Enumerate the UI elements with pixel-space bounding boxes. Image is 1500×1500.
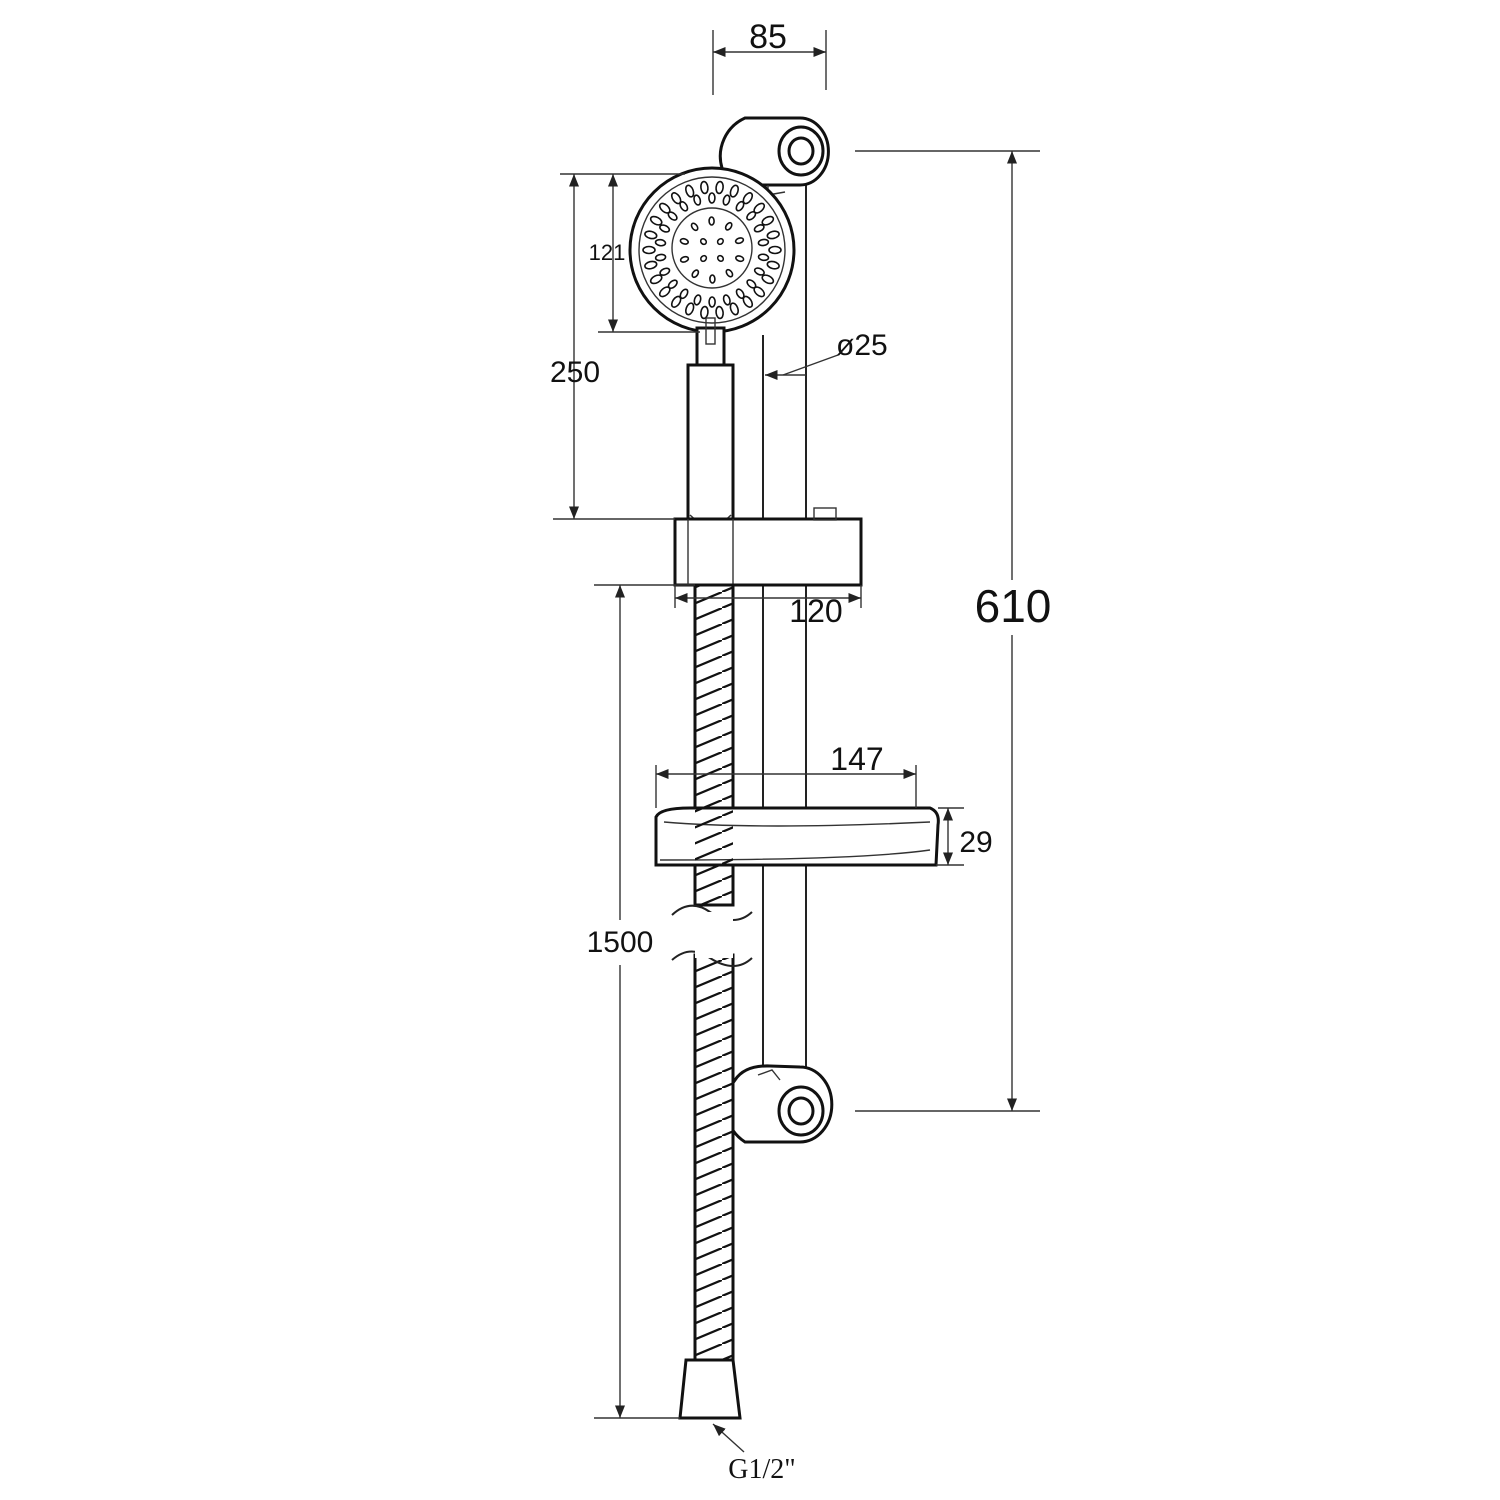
- nozzle: [659, 267, 671, 276]
- nozzle: [679, 288, 689, 300]
- nozzle: [649, 215, 663, 226]
- dimension-610: 610: [855, 150, 1055, 1112]
- nozzle: [753, 224, 765, 233]
- dimension-120: 120: [674, 585, 862, 629]
- nozzle: [768, 245, 782, 255]
- dimension-121: 121: [589, 173, 700, 333]
- nozzle: [684, 184, 695, 198]
- dimension-250: 250: [550, 173, 675, 520]
- nozzle: [699, 238, 708, 246]
- nozzle: [667, 279, 678, 289]
- soap-dish: [654, 806, 940, 867]
- nozzle: [729, 302, 740, 316]
- nozzle: [690, 222, 699, 232]
- nozzle: [729, 184, 740, 198]
- shower-hose: [671, 583, 753, 1420]
- nozzle: [644, 260, 658, 270]
- nozzle: [642, 245, 656, 255]
- dim-label-1500: 1500: [587, 926, 654, 959]
- nozzle: [735, 200, 745, 212]
- thread-label: G1/2": [728, 1454, 795, 1485]
- nozzle: [725, 268, 734, 278]
- nozzle: [644, 230, 658, 240]
- nozzle: [716, 254, 725, 262]
- nozzle: [679, 237, 689, 245]
- nozzle: [708, 216, 715, 226]
- thread-callout: G1/2": [712, 1423, 796, 1485]
- shower-handle: [686, 363, 735, 527]
- dim-label-250: 250: [550, 356, 600, 389]
- nozzle: [700, 305, 709, 320]
- nozzle: [649, 274, 663, 285]
- nozzle: [735, 255, 745, 263]
- dim-label-85: 85: [749, 18, 787, 56]
- dim-label-29: 29: [959, 826, 992, 859]
- nozzle: [708, 192, 716, 204]
- nozzle: [667, 211, 678, 221]
- dim-label-121: 121: [589, 240, 626, 265]
- nozzle: [761, 274, 775, 285]
- nozzle: [693, 294, 702, 306]
- nozzle: [766, 230, 780, 240]
- dimension-85: 85: [712, 18, 827, 95]
- nozzle: [746, 211, 757, 221]
- nozzle: [742, 192, 754, 205]
- nozzle: [700, 254, 708, 263]
- nozzle: [746, 279, 757, 289]
- nozzle: [753, 267, 765, 276]
- nozzle: [684, 302, 695, 316]
- dim-label-120: 120: [789, 593, 842, 629]
- hand-shower-head: [628, 166, 796, 368]
- nozzle: [734, 237, 745, 245]
- slide-rail: [762, 185, 807, 1075]
- nozzle: [679, 200, 689, 212]
- nozzle: [761, 215, 775, 226]
- nozzle: [757, 253, 770, 262]
- slider-holder: [673, 507, 863, 587]
- nozzle: [659, 224, 671, 233]
- nozzle: [715, 180, 724, 195]
- dimension-29: 29: [936, 807, 993, 866]
- dimension-25-diameter: ø25: [765, 329, 888, 381]
- nozzle: [670, 295, 682, 308]
- nozzle: [709, 274, 716, 284]
- nozzle: [691, 269, 700, 279]
- nozzle: [654, 238, 667, 247]
- nozzle: [724, 221, 733, 231]
- nozzle: [766, 260, 780, 270]
- dim-label-25: ø25: [836, 329, 888, 362]
- dimension-1500: 1500: [587, 584, 695, 1419]
- nozzle: [693, 194, 702, 206]
- nozzle: [708, 296, 716, 308]
- nozzle: [735, 288, 745, 300]
- bottom-wall-bracket: [724, 1064, 834, 1144]
- nozzle: [722, 194, 731, 206]
- spray-nozzles: [642, 180, 782, 320]
- dim-label-610: 610: [975, 580, 1052, 632]
- nozzle: [757, 238, 770, 247]
- nozzle: [700, 180, 709, 195]
- nozzle: [716, 237, 724, 246]
- nozzle: [654, 253, 667, 262]
- nozzle: [715, 305, 724, 320]
- dim-label-147: 147: [830, 741, 883, 777]
- nozzle: [722, 294, 731, 306]
- dimension-147: 147: [655, 741, 917, 808]
- nozzle: [679, 255, 690, 263]
